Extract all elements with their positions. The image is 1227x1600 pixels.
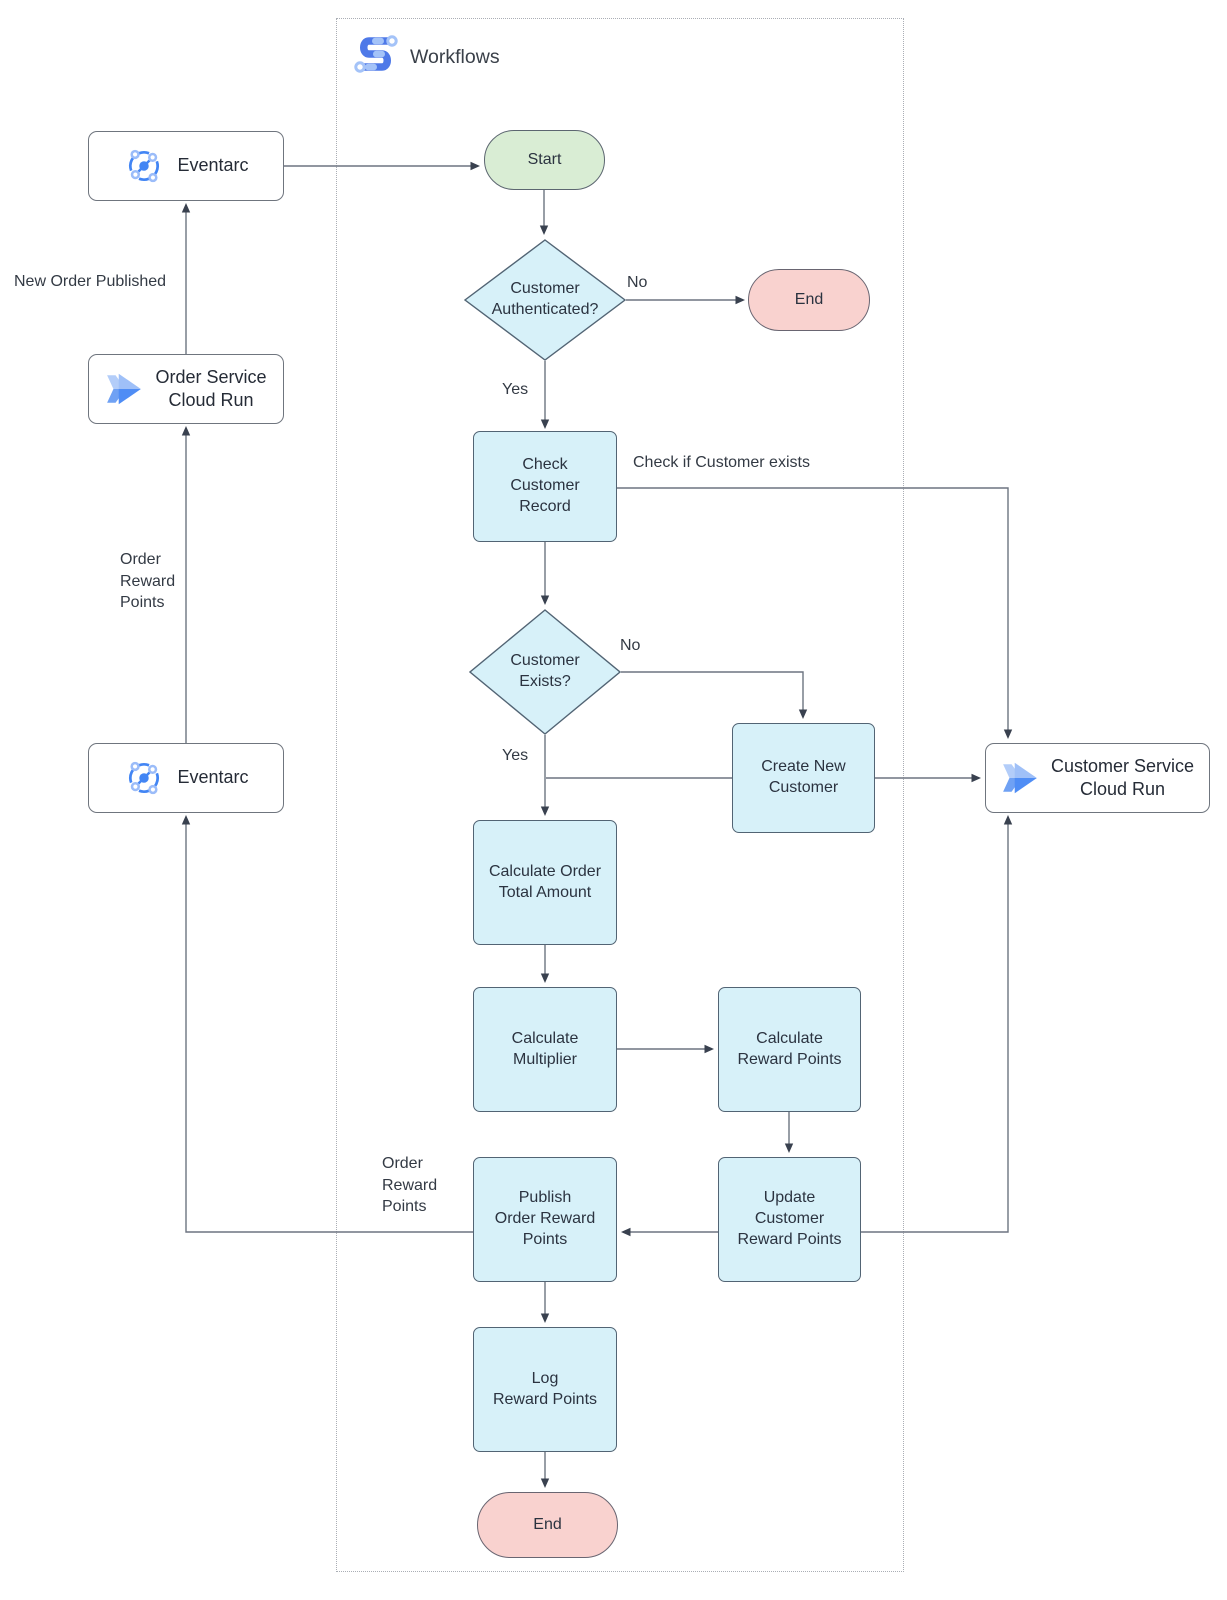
workflows-group-border — [336, 18, 904, 1572]
workflows-icon — [354, 35, 398, 73]
node-label: Calculate Reward Points — [737, 1029, 842, 1068]
node-label: Update Customer Reward Points — [737, 1189, 842, 1248]
node-customer-service-cloud-run: Customer Service Cloud Run — [985, 743, 1210, 813]
node-label: Create New Customer — [761, 758, 846, 796]
node-check-customer-record: Check Customer Record — [473, 431, 617, 542]
edge-label-no-exists: No — [620, 637, 641, 654]
node-calculate-reward-points: Calculate Reward Points — [718, 987, 861, 1112]
diamond-shape — [469, 609, 621, 735]
node-label: Calculate Multiplier — [511, 1029, 579, 1068]
node-label: Log Reward Points — [492, 1369, 598, 1408]
node-label: Check Customer Record — [510, 456, 580, 515]
node-create-new-customer: Create New Customer — [732, 723, 875, 833]
node-label: Calculate Order Total Amount — [488, 862, 602, 901]
node-label: End — [794, 290, 824, 308]
edge-label-yes-exists: Yes — [502, 747, 529, 764]
node-calculate-multiplier: Calculate Multiplier — [473, 987, 617, 1112]
node-update-customer-reward-points: Update Customer Reward Points — [718, 1157, 861, 1282]
node-customer-authenticated: Customer Authenticated? — [464, 239, 626, 361]
edge-label-new-order-published: New Order Published — [14, 273, 167, 290]
edge-label-check-if-customer-exists: Check if Customer exists — [633, 454, 810, 471]
node-label: Eventarc — [177, 155, 249, 176]
node-log-reward-points: Log Reward Points — [473, 1327, 617, 1452]
edge-label-no-authenticated: No — [627, 274, 648, 291]
node-start: Start — [484, 130, 605, 190]
node-order-service-cloud-run: Order Service Cloud Run — [88, 354, 284, 424]
node-eventarc-top: Eventarc — [88, 131, 284, 201]
node-label: End — [533, 1515, 562, 1533]
node-customer-exists: Customer Exists? — [469, 609, 621, 735]
node-end-bottom: End — [477, 1492, 618, 1558]
node-publish-order-reward-points: Publish Order Reward Points — [473, 1157, 617, 1282]
eventarc-icon — [129, 761, 160, 795]
eventarc-icon — [129, 149, 160, 183]
node-calculate-order-total: Calculate Order Total Amount — [473, 820, 617, 945]
edge-label-yes-authenticated: Yes — [502, 381, 529, 398]
node-label: Eventarc — [177, 767, 249, 788]
node-label: Customer Authenticated? — [491, 280, 599, 318]
edge-label-order-reward-points-publish: Order Reward Points — [382, 1155, 438, 1216]
node-eventarc-bottom: Eventarc — [88, 743, 284, 813]
node-label: Start — [527, 150, 562, 168]
node-label: Publish Order Reward Points — [494, 1189, 596, 1248]
diamond-shape — [464, 239, 626, 361]
node-end-top: End — [748, 269, 870, 331]
node-label: Customer Exists? — [510, 652, 580, 690]
workflows-group-title: Workflows — [410, 46, 500, 68]
cloud-run-icon — [107, 373, 142, 405]
node-label: Customer Service Cloud Run — [1050, 755, 1195, 799]
edge-label-order-reward-points-left: Order Reward Points — [120, 551, 176, 612]
node-label: Order Service Cloud Run — [155, 366, 267, 410]
cloud-run-icon — [1003, 762, 1037, 794]
